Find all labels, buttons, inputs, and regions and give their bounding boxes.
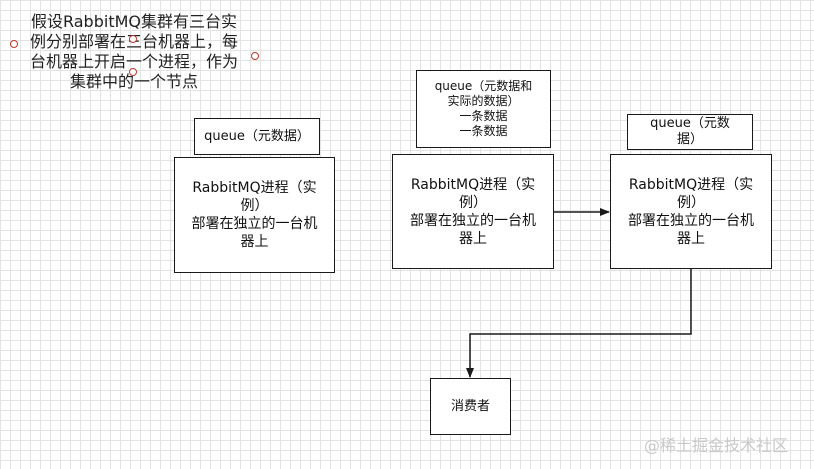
queue-box-1[interactable]: queue（元数据） (194, 118, 320, 155)
rabbitmq-node-3[interactable]: RabbitMQ进程（实 例） 部署在独立的一台机 器上 (610, 154, 772, 269)
node-label: 例） (240, 198, 269, 214)
queue-label: 实际的数据） (447, 94, 520, 108)
node-label: 器上 (240, 234, 269, 250)
queue-label: 一条数据 (459, 109, 508, 123)
watermark: @稀土掘金技术社区 (644, 436, 789, 455)
queue-label: queue（元数据和 (434, 79, 533, 93)
selection-handle[interactable] (10, 40, 18, 48)
node-label: 例） (459, 194, 487, 211)
arrow-node3-to-consumer[interactable] (466, 269, 692, 378)
node-label: RabbitMQ进程（实 (192, 180, 317, 196)
node-label: 部署在独立的一台机 (191, 216, 318, 232)
selection-handle[interactable] (129, 35, 137, 43)
note-line: 集群中的一个节点 (69, 72, 198, 91)
node-label: 部署在独立的一台机 (628, 212, 754, 229)
queue-box-3[interactable]: queue（元数 据） (627, 114, 753, 150)
queue-label: 据） (676, 132, 703, 147)
consumer-box[interactable]: 消费者 (430, 378, 511, 435)
queue-box-2[interactable]: queue（元数据和 实际的数据） 一条数据 一条数据 (416, 70, 551, 148)
node-label: RabbitMQ进程（实 (628, 176, 754, 193)
consumer-label: 消费者 (450, 398, 490, 414)
rabbitmq-node-1[interactable]: RabbitMQ进程（实 例） 部署在独立的一台机 器上 (174, 157, 335, 273)
node-label: 例） (677, 194, 705, 211)
selection-handle[interactable] (251, 52, 259, 60)
node-label: 器上 (459, 230, 487, 247)
note-line: 台机器上开启一个进程，作为 (29, 52, 238, 71)
rabbitmq-node-2[interactable]: RabbitMQ进程（实 例） 部署在独立的一台机 器上 (392, 154, 554, 269)
node-label: RabbitMQ进程（实 (410, 176, 536, 193)
node-label: 部署在独立的一台机 (410, 212, 536, 229)
note-line: 假设RabbitMQ集群有三台实 (30, 12, 237, 31)
queue-label: queue（元数据） (204, 128, 310, 144)
queue-label: 一条数据 (459, 124, 508, 138)
cluster-note: 假设RabbitMQ集群有三台实 例分别部署在三台机器上，每 台机器上开启一个进… (6, 12, 262, 92)
node-label: 器上 (677, 230, 705, 247)
queue-label: queue（元数 (650, 116, 730, 131)
selection-handle[interactable] (129, 68, 137, 76)
